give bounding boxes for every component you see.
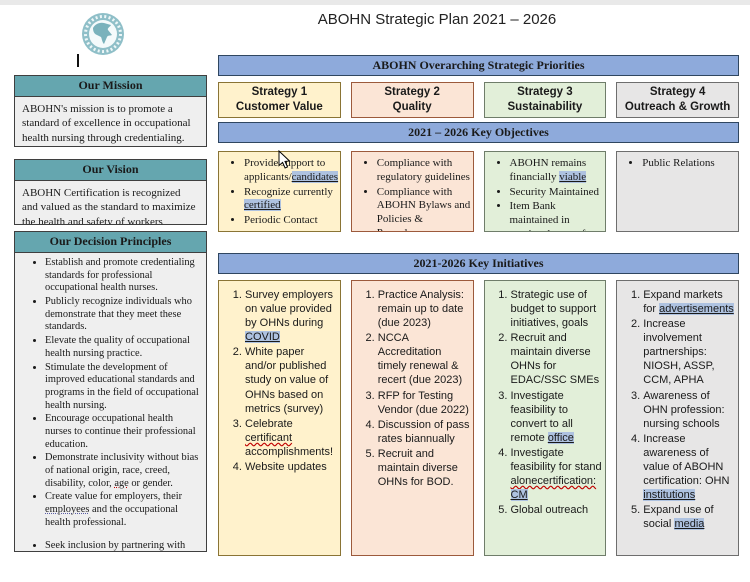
list-item: Practice Analysis: remain up to date (du… (378, 288, 470, 330)
list-item: Strategic use of budget to support initi… (511, 288, 603, 330)
list-item: Publicly recognize individuals who demon… (45, 296, 200, 334)
list-item: Demonstrate inclusivity without bias of … (45, 452, 200, 490)
list-item: ABOHN remains financially viable (510, 157, 604, 185)
mission-panel[interactable]: Our Mission ABOHN's mission is to promot… (14, 75, 207, 147)
mouse-cursor-icon (278, 149, 292, 174)
list-item: Discussion of pass rates biannually (378, 418, 470, 446)
strategy-4-number: Strategy 4 (649, 86, 706, 99)
list-item: Celebrate certificant accomplishments! (245, 417, 337, 459)
list-item: Expand markets for advertisements (643, 288, 735, 316)
list-item: Survey employers on value provided by OH… (245, 288, 337, 344)
list-item: Security Maintained (510, 186, 604, 200)
objectives-list-1: Provide support to applicants/candidates… (219, 157, 339, 228)
strategy-3-box[interactable]: Strategy 3 Sustainability (483, 82, 607, 118)
strategy-1-box[interactable]: Strategy 1 Customer Value (218, 82, 341, 118)
priorities-bar: ABOHN Overarching Strategic Priorities (218, 55, 739, 76)
vision-panel[interactable]: Our Vision ABOHN Certification is recogn… (14, 159, 207, 225)
list-item: Elevate the quality of occupational heal… (45, 335, 200, 360)
strategy-2-box[interactable]: Strategy 2 Quality (350, 82, 474, 118)
list-item: Recruit and maintain diverse OHNs for ED… (511, 331, 603, 387)
objectives-col-sustainability[interactable]: ABOHN remains financially viableSecurity… (483, 151, 607, 232)
objectives-list-2: Compliance with regulatory guidelinesCom… (352, 157, 471, 232)
list-item: Expand use of social media (643, 503, 735, 531)
initiatives-list-2: Practice Analysis: remain up to date (du… (352, 288, 470, 489)
strategy-3-number: Strategy 3 (517, 86, 573, 99)
strategy-3-label: Sustainability (507, 101, 583, 113)
page-title: ABOHN Strategic Plan 2021 – 2026 (317, 11, 557, 28)
initiatives-col-quality[interactable]: Practice Analysis: remain up to date (du… (350, 280, 474, 556)
list-item: Stimulate the development of improved ed… (45, 362, 200, 413)
list-item: Public Relations (642, 157, 736, 171)
list-item: RFP for Testing Vendor (due 2022) (378, 389, 470, 417)
list-item: Investigate feasibility to convert to al… (511, 389, 603, 445)
list-item: Increase awareness of value of ABOHN cer… (643, 432, 735, 502)
list-item: Investigate feasibility for stand alonec… (510, 446, 603, 502)
list-item: Item Bank maintained in continual state … (510, 200, 604, 231)
strategy-2-label: Quality (392, 101, 432, 113)
strategies-row: Strategy 1 Customer Value Strategy 2 Qua… (218, 82, 739, 118)
strategy-1-number: Strategy 1 (251, 86, 308, 99)
list-item: Establish and promote credentialing stan… (45, 257, 200, 295)
list-item: Recognize currently certified (244, 186, 338, 214)
vision-header: Our Vision (15, 160, 206, 181)
initiatives-col-sustainability[interactable]: Strategic use of budget to support initi… (483, 280, 607, 556)
objectives-row: Provide support to applicants/candidates… (218, 151, 739, 232)
list-item: Create value for employers, their employ… (45, 491, 200, 529)
vision-body: ABOHN Certification is recognized and va… (22, 187, 196, 225)
decision-principles-panel[interactable]: Our Decision Principles Establish and pr… (14, 231, 207, 552)
strategy-4-label: Outreach & Growth (624, 101, 731, 113)
abohn-logo (80, 11, 126, 62)
list-item: Awareness of OHN profession: nursing sch… (643, 389, 735, 431)
list-item: Seek inclusion by partnering with organi… (45, 540, 200, 551)
initiatives-list-4: Expand markets for advertisementsIncreas… (617, 288, 735, 531)
window-edge-strip (0, 0, 750, 5)
initiatives-list-3: Strategic use of budget to support initi… (485, 288, 603, 517)
objectives-list-3: ABOHN remains financially viableSecurity… (485, 157, 604, 231)
decision-principles-list: Establish and promote credentialing stan… (15, 257, 206, 551)
objectives-col-outreach[interactable]: Public Relations (616, 151, 739, 232)
list-item: Compliance with ABOHN Bylaws and Policie… (377, 186, 471, 232)
initiatives-col-customer-value[interactable]: Survey employers on value provided by OH… (218, 280, 341, 556)
objectives-col-quality[interactable]: Compliance with regulatory guidelinesCom… (350, 151, 474, 232)
list-item: Encourage occupational health nurses to … (45, 413, 200, 451)
initiatives-row: Survey employers on value provided by OH… (218, 280, 739, 556)
mission-body: ABOHN's mission is to promote a standard… (22, 103, 191, 144)
objectives-bar: 2021 – 2026 Key Objectives (218, 122, 739, 143)
list-item: Recruit and maintain diverse OHNs for BO… (378, 447, 470, 489)
initiatives-bar: 2021-2026 Key Initiatives (218, 253, 739, 274)
text-caret (77, 54, 79, 67)
initiatives-list-1: Survey employers on value provided by OH… (219, 288, 337, 474)
objectives-list-4: Public Relations (617, 157, 736, 171)
abohn-seal-icon (82, 13, 124, 55)
list-item: Compliance with regulatory guidelines (377, 157, 471, 185)
list-item: Periodic Contact (244, 214, 338, 228)
list-item: Website updates (245, 460, 337, 474)
initiatives-col-outreach[interactable]: Expand markets for advertisementsIncreas… (616, 280, 739, 556)
list-item: Global outreach (511, 503, 603, 517)
list-item: Increase involvement partnerships: NIOSH… (643, 317, 735, 387)
decision-principles-header: Our Decision Principles (15, 232, 206, 253)
list-item: White paper and/or published study on va… (245, 345, 337, 415)
strategy-4-box[interactable]: Strategy 4 Outreach & Growth (616, 82, 739, 118)
strategy-2-number: Strategy 2 (384, 86, 440, 99)
strategy-1-label: Customer Value (235, 101, 323, 113)
list-item: NCCA Accreditation timely renewal & rece… (378, 331, 470, 387)
mission-header: Our Mission (15, 76, 206, 97)
